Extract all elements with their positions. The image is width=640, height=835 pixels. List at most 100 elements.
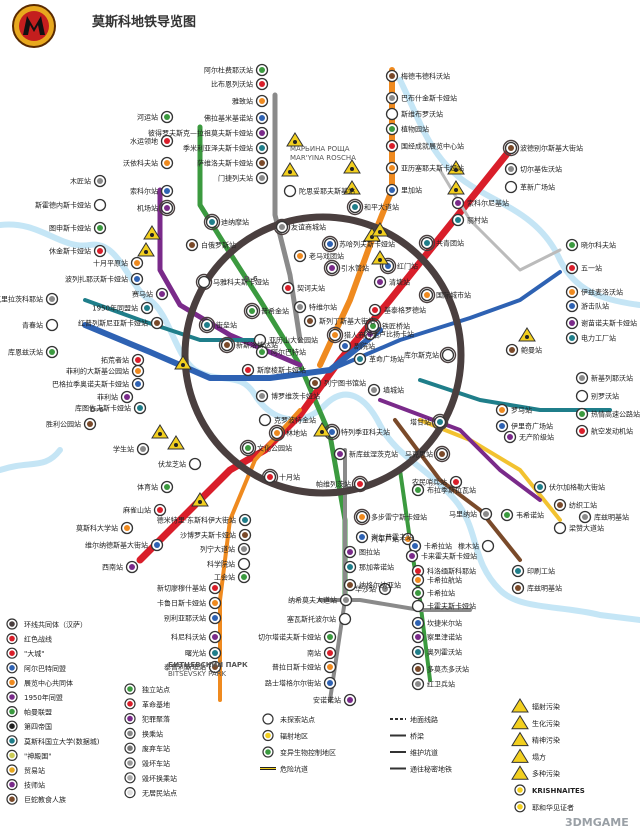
station[interactable] — [339, 593, 353, 607]
station[interactable] — [503, 430, 517, 444]
station[interactable] — [238, 513, 252, 527]
station[interactable] — [261, 468, 279, 486]
station[interactable] — [238, 528, 252, 542]
station[interactable] — [553, 498, 567, 512]
station[interactable] — [150, 316, 164, 330]
station[interactable] — [411, 573, 425, 587]
station[interactable] — [120, 390, 134, 404]
station[interactable] — [451, 196, 465, 210]
station[interactable] — [565, 238, 579, 252]
station[interactable] — [411, 586, 425, 600]
station[interactable] — [368, 303, 382, 317]
station[interactable] — [208, 646, 222, 660]
station[interactable] — [504, 180, 518, 194]
station[interactable] — [411, 645, 425, 659]
station[interactable] — [45, 318, 59, 332]
station[interactable] — [504, 162, 518, 176]
station[interactable] — [411, 616, 425, 630]
station[interactable] — [411, 599, 425, 613]
station[interactable] — [385, 107, 399, 121]
station[interactable] — [237, 542, 251, 556]
station[interactable] — [364, 317, 382, 335]
station[interactable] — [160, 184, 174, 198]
station[interactable] — [353, 352, 367, 366]
station[interactable] — [481, 539, 495, 553]
station[interactable] — [505, 343, 519, 357]
station[interactable] — [511, 564, 525, 578]
station[interactable] — [495, 419, 509, 433]
station[interactable] — [93, 198, 107, 212]
station[interactable] — [565, 316, 579, 330]
station[interactable] — [405, 549, 419, 563]
station[interactable] — [158, 199, 176, 217]
station[interactable] — [160, 480, 174, 494]
station[interactable] — [255, 171, 269, 185]
station[interactable] — [136, 442, 150, 456]
station[interactable] — [130, 256, 144, 270]
station[interactable] — [253, 333, 267, 347]
station[interactable] — [268, 424, 286, 442]
station[interactable] — [155, 287, 169, 301]
station[interactable] — [133, 401, 147, 415]
station[interactable] — [255, 141, 269, 155]
station[interactable] — [575, 389, 589, 403]
station[interactable] — [125, 560, 139, 574]
station[interactable] — [323, 630, 337, 644]
station[interactable] — [130, 272, 144, 286]
station[interactable] — [401, 532, 415, 546]
station[interactable] — [343, 578, 357, 592]
station[interactable] — [343, 693, 357, 707]
station[interactable] — [351, 475, 369, 493]
station[interactable] — [303, 314, 317, 328]
station[interactable] — [208, 581, 222, 595]
station[interactable] — [578, 510, 592, 524]
station[interactable] — [150, 538, 164, 552]
station[interactable] — [338, 339, 352, 353]
station[interactable] — [293, 300, 307, 314]
station[interactable] — [565, 261, 579, 275]
station[interactable] — [255, 111, 269, 125]
station[interactable] — [255, 63, 269, 77]
station[interactable] — [385, 91, 399, 105]
station[interactable] — [131, 364, 145, 378]
station[interactable] — [575, 371, 589, 385]
station[interactable] — [333, 447, 347, 461]
station[interactable] — [160, 134, 174, 148]
station[interactable] — [346, 198, 364, 216]
station[interactable] — [93, 244, 107, 258]
station[interactable] — [411, 677, 425, 691]
station[interactable] — [451, 213, 465, 227]
station[interactable] — [293, 249, 307, 263]
station[interactable] — [255, 389, 269, 403]
station[interactable] — [343, 545, 357, 559]
station[interactable] — [411, 662, 425, 676]
station[interactable] — [502, 139, 520, 157]
station[interactable] — [255, 94, 269, 108]
station[interactable] — [255, 156, 269, 170]
station[interactable] — [323, 676, 337, 690]
station[interactable] — [500, 508, 514, 522]
station[interactable] — [338, 612, 352, 626]
station[interactable] — [241, 363, 255, 377]
station[interactable] — [378, 582, 392, 596]
station[interactable] — [283, 184, 297, 198]
station[interactable] — [511, 581, 525, 595]
station[interactable] — [565, 285, 579, 299]
station[interactable] — [160, 156, 174, 170]
station[interactable] — [153, 503, 167, 517]
station[interactable] — [411, 483, 425, 497]
station[interactable] — [255, 345, 269, 359]
station[interactable] — [281, 281, 295, 295]
station[interactable] — [565, 299, 579, 313]
station[interactable] — [418, 286, 436, 304]
station[interactable] — [255, 77, 269, 91]
station[interactable] — [449, 475, 463, 489]
station[interactable] — [45, 292, 59, 306]
station[interactable] — [323, 660, 337, 674]
station[interactable] — [326, 326, 344, 344]
station[interactable] — [255, 126, 269, 140]
station[interactable] — [120, 521, 134, 535]
station[interactable] — [131, 353, 145, 367]
station[interactable] — [308, 376, 322, 390]
station[interactable] — [195, 273, 213, 291]
